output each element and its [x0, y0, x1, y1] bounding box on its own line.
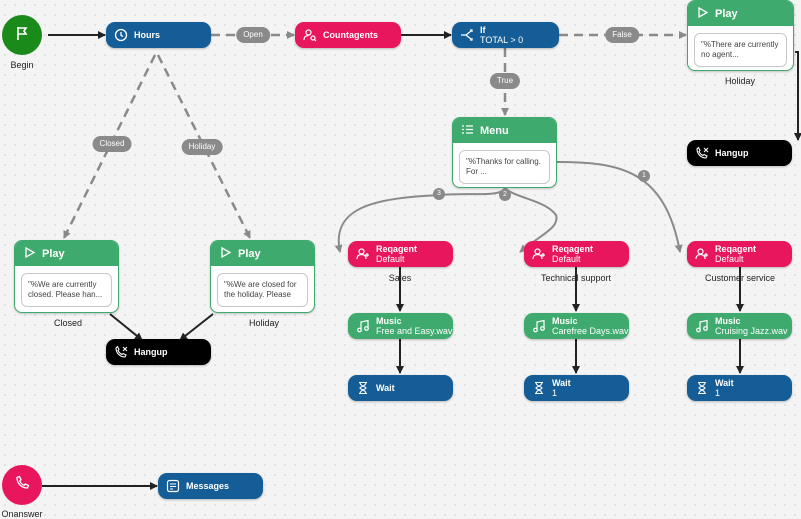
- list-icon: [461, 123, 474, 139]
- menu-title: Menu: [480, 124, 509, 137]
- edge-hours-closed: [62, 54, 157, 239]
- edge-label-holiday[interactable]: Holiday: [181, 139, 223, 155]
- music-file: Free and Easy.wav: [376, 326, 453, 336]
- if-title: If: [480, 25, 486, 35]
- user-add-icon: [695, 247, 709, 261]
- edge-playclosed-hangup: [109, 313, 143, 341]
- reqagent-sub: Default: [715, 254, 744, 264]
- edge-menu-option3: [334, 187, 506, 253]
- play-closed-caption: Closed: [53, 318, 82, 328]
- music-note-icon: [532, 319, 546, 333]
- edge-label-closed[interactable]: Closed: [92, 136, 132, 152]
- branch-caption-technical-support: Technical support: [540, 273, 612, 283]
- wait-title: Wait: [376, 383, 395, 393]
- hourglass-icon: [695, 381, 709, 395]
- onanswer-label: Onanswer: [1, 509, 43, 519]
- play-icon: [219, 246, 232, 262]
- hourglass-icon: [532, 381, 546, 395]
- play-title: Play: [238, 247, 261, 260]
- hangup-icon: [114, 345, 128, 359]
- branch-caption-customer-service: Customer service: [704, 273, 776, 283]
- play-message: "%There are currently no agent...: [694, 33, 787, 67]
- if-condition: TOTAL > 0: [480, 35, 524, 45]
- play-title: Play: [42, 247, 65, 260]
- reqagent-title: Reqagent: [376, 244, 418, 254]
- play-holiday-caption: Holiday: [248, 318, 279, 328]
- hours-node[interactable]: Hours: [106, 22, 211, 48]
- messages-label: Messages: [186, 481, 230, 491]
- wait-title: Wait: [715, 378, 734, 388]
- begin-node[interactable]: [2, 15, 42, 55]
- edge-menu-option2: [504, 187, 558, 253]
- play-node-closed[interactable]: Play "%We are currently closed. Please h…: [14, 240, 119, 313]
- user-add-icon: [532, 247, 546, 261]
- hangup-icon: [695, 146, 709, 160]
- countagents-node[interactable]: Countagents: [295, 22, 401, 48]
- phone-icon: [14, 475, 30, 496]
- reqagent-sub: Default: [376, 254, 405, 264]
- menu-message: "%Thanks for calling. For ...: [459, 150, 550, 184]
- hourglass-icon: [356, 381, 370, 395]
- edge-menu-option1: [556, 161, 683, 253]
- edge-playholiday-hangup: [179, 313, 214, 341]
- edge-label-open[interactable]: Open: [236, 27, 270, 43]
- music-file: Carefree Days.wav: [552, 326, 629, 336]
- hangup-node-left[interactable]: Hangup: [106, 339, 211, 365]
- play-message: "%We are currently closed. Please han...: [21, 273, 112, 307]
- music-title: Music: [376, 316, 402, 326]
- hours-label: Hours: [134, 30, 161, 40]
- music-title: Music: [715, 316, 741, 326]
- wait-title: Wait: [552, 378, 571, 388]
- play-icon: [696, 6, 709, 22]
- begin-label: Begin: [10, 60, 34, 70]
- play-icon: [23, 246, 36, 262]
- edge-holiday-hangup: [794, 51, 801, 141]
- hangup-label: Hangup: [134, 347, 168, 357]
- menu-node[interactable]: Menu "%Thanks for calling. For ...: [452, 117, 557, 188]
- play-top-caption: Holiday: [724, 76, 755, 86]
- menu-option-badge-2: 2: [499, 189, 511, 201]
- music-note-icon: [356, 319, 370, 333]
- music-file: Cruising Jazz.wav: [715, 326, 788, 336]
- reqagent-sub: Default: [552, 254, 581, 264]
- clock-icon: [114, 28, 128, 42]
- edge-label-true[interactable]: True: [489, 73, 521, 89]
- branch-caption-sales: Sales: [388, 273, 412, 283]
- play-message: "%We are closed for the holiday. Please: [217, 273, 308, 307]
- menu-option-badge-1: 1: [638, 170, 650, 182]
- hangup-node-right[interactable]: Hangup: [687, 140, 792, 166]
- edge-label-false[interactable]: False: [605, 27, 639, 43]
- play-node-holiday[interactable]: Play "%We are closed for the holiday. Pl…: [210, 240, 315, 313]
- onanswer-node[interactable]: [2, 465, 42, 505]
- user-add-icon: [356, 247, 370, 261]
- music-note-icon: [695, 319, 709, 333]
- wait-node-sales[interactable]: Wait: [348, 375, 453, 401]
- if-node[interactable]: If TOTAL > 0: [452, 22, 559, 48]
- messages-node[interactable]: Messages: [158, 473, 263, 499]
- play-title: Play: [715, 7, 738, 20]
- reqagent-title: Reqagent: [552, 244, 594, 254]
- message-list-icon: [166, 479, 180, 493]
- flag-icon: [14, 25, 30, 46]
- play-node-holiday-top[interactable]: Play "%There are currently no agent...: [687, 0, 794, 71]
- wait-value: 1: [552, 388, 558, 398]
- reqagent-title: Reqagent: [715, 244, 757, 254]
- wait-value: 1: [715, 388, 721, 398]
- edge-hours-holiday: [156, 54, 252, 239]
- user-search-icon: [303, 28, 317, 42]
- music-title: Music: [552, 316, 578, 326]
- countagents-label: Countagents: [323, 30, 378, 40]
- hangup-label: Hangup: [715, 148, 749, 158]
- menu-option-badge-3: 3: [433, 188, 445, 200]
- branch-icon: [460, 28, 474, 42]
